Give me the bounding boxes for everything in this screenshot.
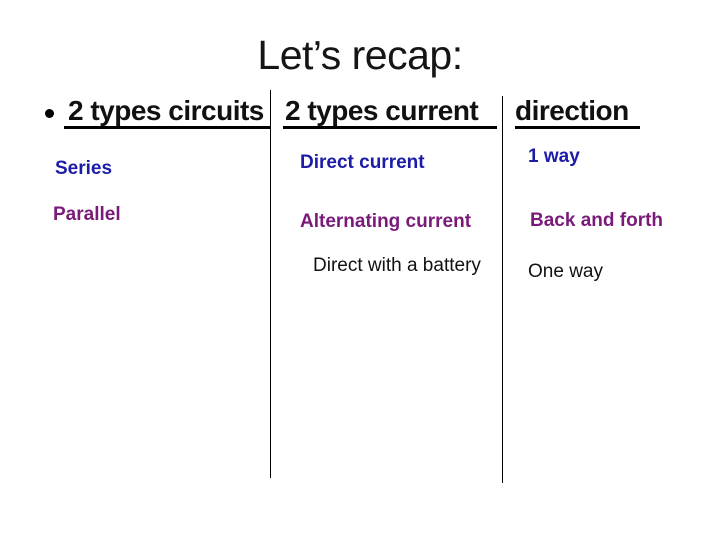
cell-series: Series <box>55 158 113 179</box>
slide-title: Let’s recap: <box>257 32 463 78</box>
cell-parallel: Parallel <box>53 204 121 225</box>
cell-1-way: 1 way <box>528 146 580 167</box>
cell-alternating-current: Alternating current <box>300 211 472 232</box>
column-header-direction: direction <box>515 96 640 129</box>
bullet-icon <box>45 109 54 118</box>
column-header-current: 2 types current <box>283 96 497 129</box>
column-divider-right <box>502 96 503 483</box>
column-header-circuits: 2 types circuits <box>64 96 270 129</box>
cell-one-way: One way <box>528 261 603 282</box>
cell-back-and-forth: Back and forth <box>530 210 664 231</box>
cell-direct-current: Direct current <box>300 152 425 173</box>
cell-direct-with-battery: Direct with a battery <box>313 255 481 276</box>
column-divider-left <box>270 90 271 478</box>
